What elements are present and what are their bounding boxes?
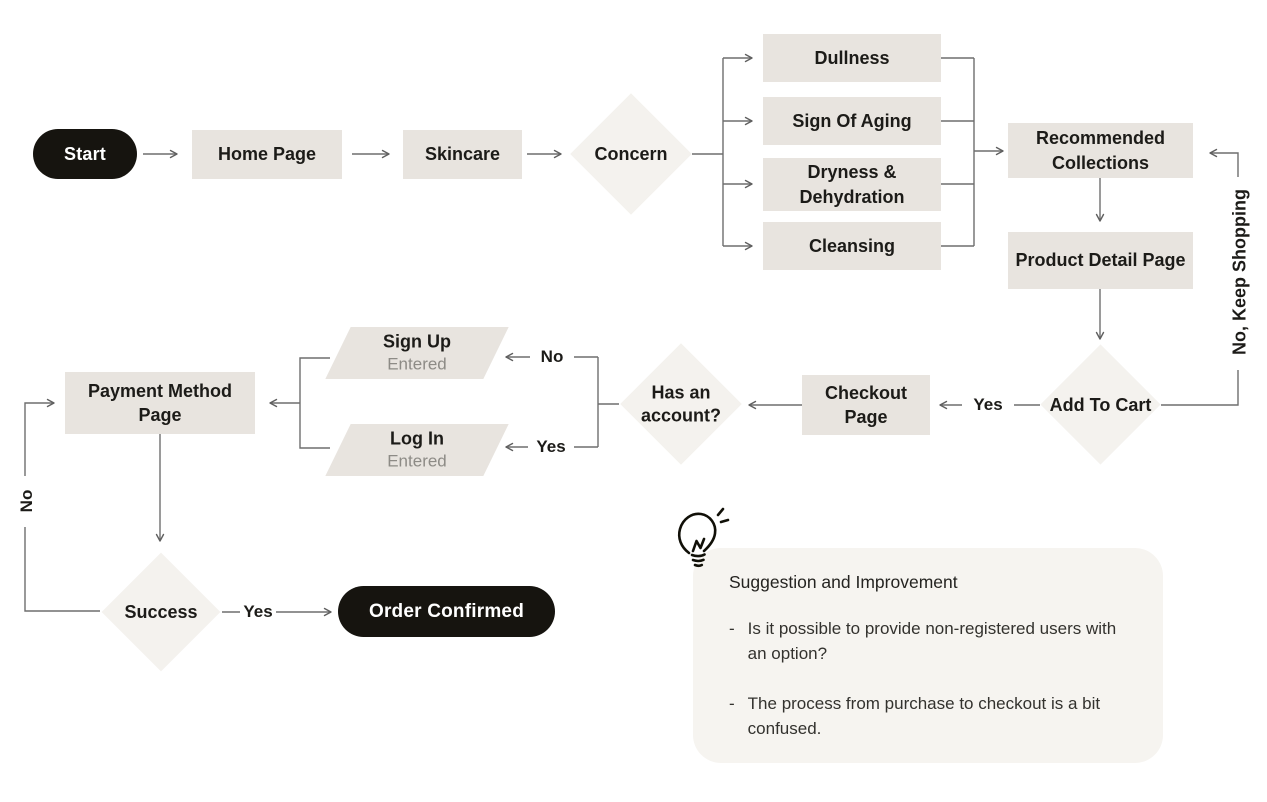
payment-method-page-node: Payment Method Page: [65, 372, 255, 434]
product-detail-page-node: Product Detail Page: [1008, 232, 1193, 289]
add-to-cart-decision: Add To Cart: [1040, 344, 1161, 465]
order-confirmed-node: Order Confirmed: [338, 586, 555, 637]
option-dullness: Dullness: [763, 34, 941, 82]
suggestion-bullet: - The process from purchase to checkout …: [729, 694, 1101, 738]
edge-label-no-success: No: [17, 489, 36, 513]
edge-label-yes-account: Yes: [536, 437, 566, 456]
edge-label-no-account: No: [540, 347, 564, 366]
option-cleansing: Cleansing: [763, 222, 941, 270]
recommended-collections-node: Recommended Collections: [1008, 123, 1193, 178]
checkout-page-node: Checkout Page: [802, 375, 930, 435]
edge-label-yes-add-to-cart: Yes: [973, 395, 1003, 414]
edge-label-yes-success: Yes: [243, 602, 273, 621]
suggestion-panel: Suggestion and Improvement - Is it possi…: [693, 548, 1163, 763]
start-node: Start: [33, 129, 137, 179]
concern-decision: Concern: [570, 93, 692, 215]
home-page-node: Home Page: [192, 130, 342, 179]
option-sign-of-aging: Sign Of Aging: [763, 97, 941, 145]
log-in-node: Log In Entered: [325, 424, 509, 476]
option-dryness-dehydration: Dryness & Dehydration: [763, 158, 941, 211]
sign-up-node: Sign Up Entered: [325, 327, 509, 379]
edge-label-no-keep-shopping: No, Keep Shopping: [1229, 189, 1250, 355]
success-decision: Success: [101, 552, 221, 672]
skincare-node: Skincare: [403, 130, 522, 179]
has-account-decision: Has an account?: [620, 343, 742, 465]
suggestion-bullet: - Is it possible to provide non-register…: [729, 619, 1117, 663]
suggestion-title: Suggestion and Improvement: [729, 572, 958, 592]
lightbulb-icon: [677, 507, 730, 568]
